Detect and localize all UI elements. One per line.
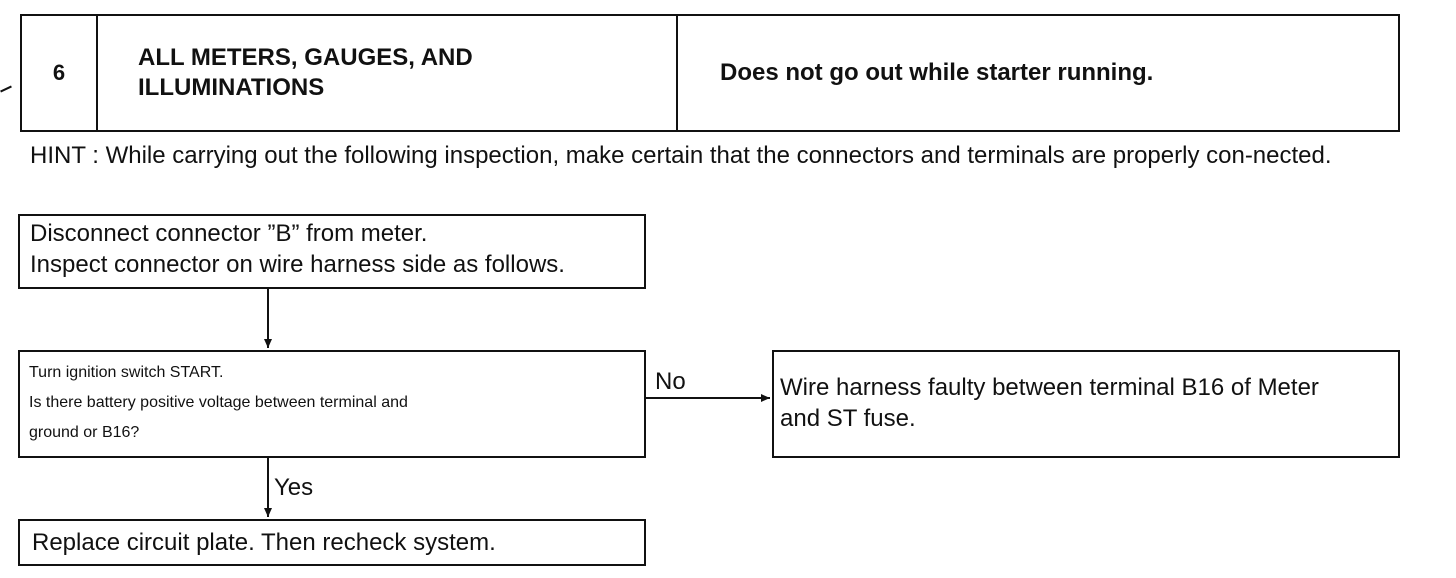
step-check-voltage-box: Turn ignition switch START. Is there bat… [18, 350, 646, 458]
system-name-line1: ALL METERS, GAUGES, AND [138, 44, 473, 71]
system-name-line2: ILLUMINATIONS [138, 74, 325, 101]
no-label: No [655, 368, 686, 395]
step-check-line2: Is there battery positive voltage betwee… [29, 394, 408, 411]
step-check-line3: ground or B16? [29, 424, 140, 441]
header-table: 6 ALL METERS, GAUGES, AND ILLUMINATIONS … [20, 14, 1400, 132]
yes-label: Yes [274, 474, 314, 501]
step-disconnect-line2: Inspect connector on wire harness side a… [30, 251, 565, 278]
step-check-line1: Turn ignition switch START. [29, 364, 224, 381]
system-name: ALL METERS, GAUGES, AND ILLUMINATIONS [98, 16, 678, 130]
step-disconnect-box: Disconnect connector ”B” from meter. Ins… [18, 214, 646, 289]
step-disconnect-line1: Disconnect connector ”B” from meter. [30, 220, 428, 247]
yes-result-box: Replace circuit plate. Then recheck syst… [18, 519, 646, 566]
step-number: 6 [22, 16, 98, 130]
no-result-box: Wire harness faulty between terminal B16… [772, 350, 1400, 458]
yes-result-text: Replace circuit plate. Then recheck syst… [32, 529, 496, 556]
symptom: Does not go out while starter running. [720, 59, 1154, 86]
no-result-line2: and ST fuse. [780, 405, 916, 432]
no-result-line1: Wire harness faulty between terminal B16… [780, 374, 1319, 401]
hint-text: HINT : While carrying out the following … [30, 142, 1332, 169]
